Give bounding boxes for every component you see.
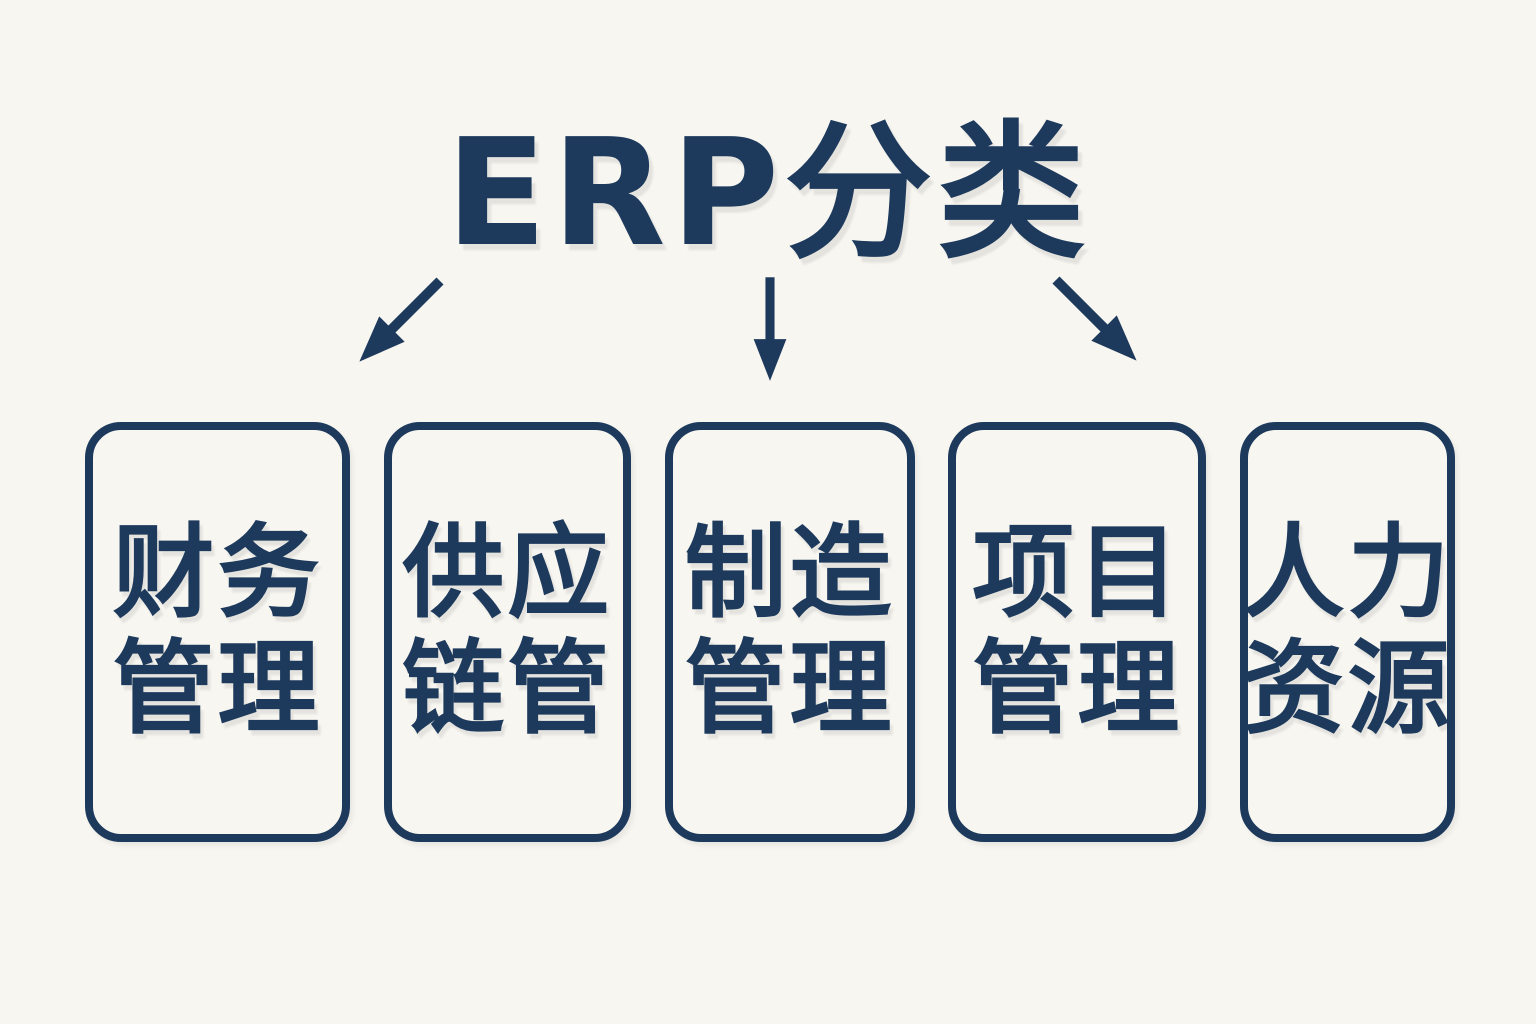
category-box-manufacturing: 制造 管理	[664, 422, 915, 842]
category-label-project: 项目 管理	[972, 513, 1183, 749]
arrow-down-right-icon	[1035, 259, 1159, 383]
category-box-finance: 财务 管理	[85, 422, 350, 842]
arrow-down-icon	[750, 274, 790, 386]
category-label-manufacturing: 制造 管理	[684, 513, 895, 749]
category-box-row: 财务 管理 供应 链管 制造 管理 项目 管理 人力 资	[85, 422, 1455, 842]
diagram-title: ERP分类	[445, 107, 1091, 279]
category-box-hr: 人力 资源	[1240, 422, 1455, 842]
category-label-supply-chain: 供应 链管	[402, 513, 613, 749]
category-box-project: 项目 管理	[948, 422, 1207, 842]
category-label-hr: 人力 资源	[1242, 513, 1453, 749]
category-box-supply-chain: 供应 链管	[383, 422, 631, 842]
arrow-down-left-icon	[337, 260, 461, 384]
category-label-finance: 财务 管理	[112, 513, 323, 749]
